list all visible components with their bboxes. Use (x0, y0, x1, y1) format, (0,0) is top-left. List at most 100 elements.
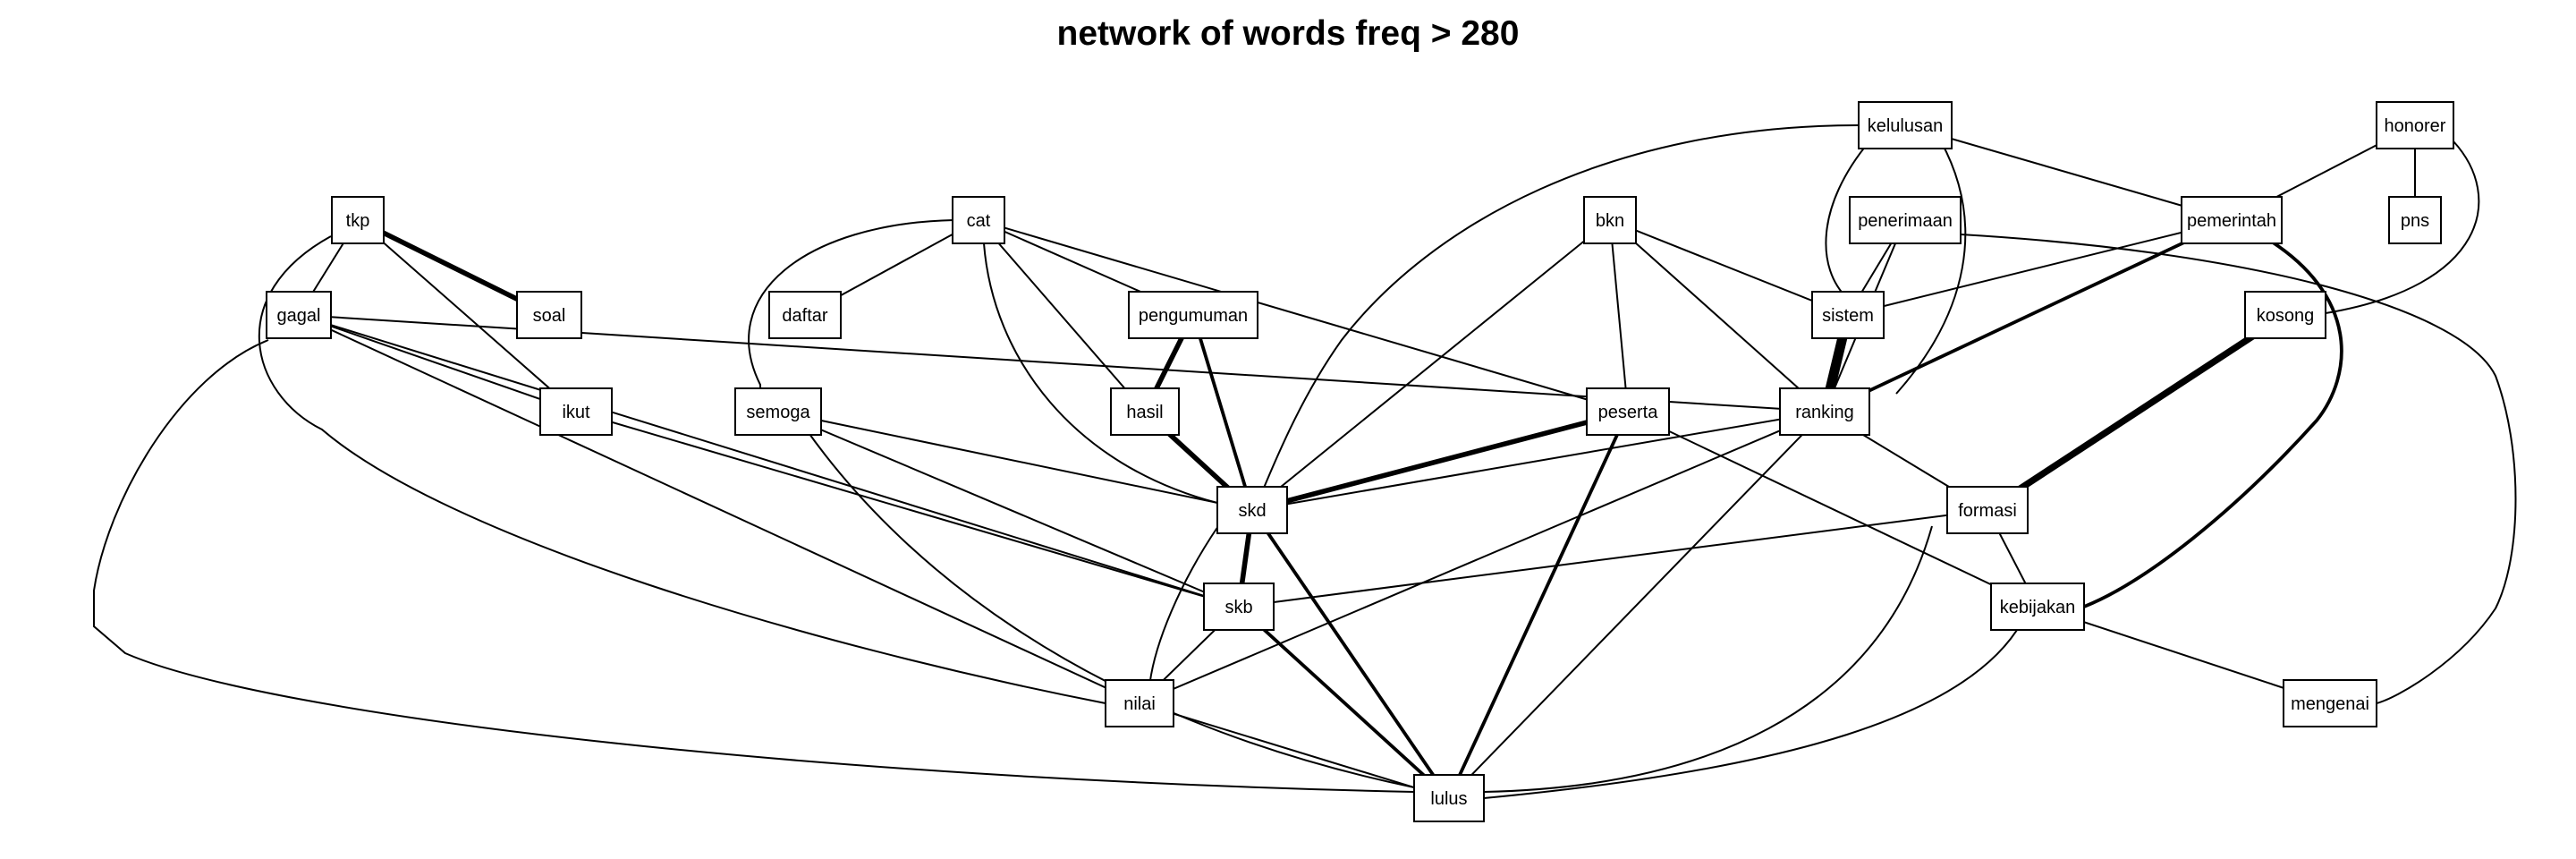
node-skd: skd (1216, 486, 1288, 534)
node-box (1413, 774, 1485, 822)
node-label: cat (967, 211, 991, 231)
edge-bkn-ranking (1609, 219, 1826, 412)
node-label: daftar (782, 306, 827, 326)
edge-ikut-skb (575, 411, 1240, 608)
node-label: skb (1224, 598, 1252, 617)
edge-kelulusan-pemerintah (1904, 124, 2233, 221)
node-label: pns (2401, 211, 2429, 231)
edge-kelulusan-ranking (1895, 140, 1967, 395)
edge-pemerintah-sistem (1847, 219, 2233, 316)
node-label: kosong (2257, 306, 2315, 326)
node-sistem: sistem (1811, 291, 1885, 339)
edge-bkn-skd (1251, 219, 1611, 511)
node-formasi: formasi (1946, 486, 2029, 534)
node-box (768, 291, 842, 339)
edge-cat-hasil (978, 219, 1146, 412)
node-box (1105, 679, 1174, 727)
node-box (1216, 486, 1288, 534)
edge-pemerintah-ranking (1824, 218, 2233, 413)
edge-peserta-kebijakan (1627, 411, 2038, 608)
node-box (1946, 486, 2029, 534)
node-box (331, 196, 385, 244)
node-lulus: lulus (1413, 774, 1485, 822)
edge-kelulusan-sistem (1825, 140, 1870, 300)
edge-skd-lulus (1250, 508, 1451, 800)
node-ranking: ranking (1779, 387, 1870, 436)
edge-gagal-nilai (298, 314, 1140, 704)
node-kelulusan: kelulusan (1858, 101, 1953, 149)
node-label: skd (1238, 501, 1266, 521)
edge-semoga-skd (777, 411, 1253, 511)
node-box (2376, 101, 2454, 149)
node-label: sistem (1822, 306, 1874, 326)
node-box (734, 387, 822, 436)
edge-ranking-skd (1251, 411, 1826, 511)
edge-cat-skd (983, 242, 1218, 504)
edge-kebijakan-lulus (1483, 622, 2022, 799)
node-pns: pns (2388, 196, 2442, 244)
node-box (2388, 196, 2442, 244)
edge-honorer-kosong (2325, 140, 2480, 314)
edge-formasi-skb (1238, 509, 1988, 608)
node-label: lulus (1430, 789, 1467, 809)
edge-semoga-skb (777, 411, 1240, 608)
node-box (266, 291, 332, 339)
node-mengenai: mengenai (2283, 679, 2377, 727)
node-label: ranking (1795, 403, 1854, 422)
node-nilai: nilai (1105, 679, 1174, 727)
node-label: nilai (1123, 694, 1156, 714)
node-semoga: semoga (734, 387, 822, 436)
node-label: peserta (1598, 403, 1659, 422)
node-box (1203, 583, 1275, 631)
node-box (1811, 291, 1885, 339)
edge-bkn-peserta (1609, 219, 1629, 412)
node-box (1586, 387, 1670, 436)
node-label: gagal (277, 306, 321, 326)
edge-ranking-nilai (1139, 411, 1826, 704)
node-label: tkp (346, 211, 370, 231)
edge-kosong-formasi (1985, 311, 2288, 514)
node-box (1858, 101, 1953, 149)
edge-penerimaan-mengenai (1960, 234, 2517, 704)
edge-gagal-skb (298, 314, 1240, 608)
node-box (516, 291, 582, 339)
node-box (1110, 387, 1180, 436)
edge-tkp-nilai (258, 235, 1106, 704)
node-label: kebijakan (2000, 598, 2076, 617)
node-label: hasil (1126, 403, 1163, 422)
edge-formasi-lulus (1483, 525, 1933, 793)
node-box (952, 196, 1005, 244)
node-label: penerimaan (1858, 211, 1953, 231)
node-label: mengenai (2291, 694, 2369, 714)
edge-tkp-ikut (357, 219, 577, 412)
node-kebijakan: kebijakan (1990, 583, 2085, 631)
node-pemerintah: pemerintah (2181, 196, 2283, 244)
edge-kelulusan-skd (1260, 124, 1860, 495)
node-box (539, 387, 613, 436)
diagram-title: network of words freq > 280 (1056, 14, 1520, 53)
node-pengumuman: pengumuman (1128, 291, 1258, 339)
node-box (1128, 291, 1258, 339)
node-box (2283, 679, 2377, 727)
node-label: kelulusan (1868, 116, 1944, 136)
node-soal: soal (516, 291, 582, 339)
edge-peserta-lulus (1447, 411, 1630, 799)
edge-kebijakan-mengenai (2037, 606, 2331, 704)
node-label: formasi (1958, 501, 2017, 521)
edge-ranking-lulus (1448, 411, 1826, 799)
node-box (1583, 196, 1637, 244)
edge-pemerintah-kebijakan (2083, 234, 2343, 608)
edge-pengumuman-skd (1191, 314, 1254, 511)
node-box (1779, 387, 1870, 436)
node-box (1990, 583, 2085, 631)
edge-cat-peserta (978, 219, 1629, 412)
node-kosong: kosong (2244, 291, 2326, 339)
node-label: pemerintah (2187, 211, 2276, 231)
node-box (1849, 196, 1962, 244)
node-bkn: bkn (1583, 196, 1637, 244)
edge-nilai-lulus (1139, 702, 1450, 799)
edge-skd-nilai (1148, 525, 1219, 688)
node-label: bkn (1596, 211, 1624, 231)
